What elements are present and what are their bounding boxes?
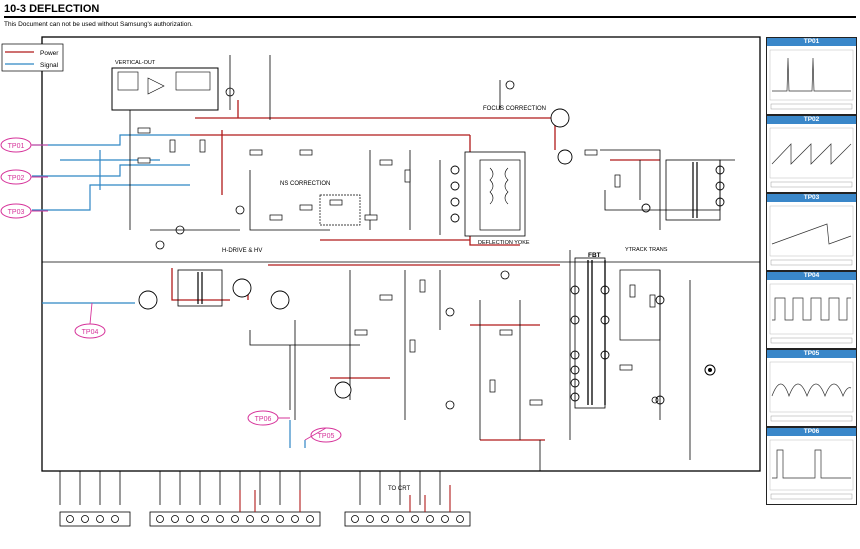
focus-transistor-2 xyxy=(557,149,573,165)
panel-title: TP02 xyxy=(767,116,856,124)
fbt-label: FBT xyxy=(588,252,601,259)
signal-traces xyxy=(32,134,306,448)
bottom-connectors xyxy=(59,511,471,527)
title-rule xyxy=(4,16,856,18)
schematic-frame xyxy=(41,36,761,472)
wiring xyxy=(42,55,760,505)
power-rails xyxy=(171,100,660,441)
ytrack-label: YTRACK TRANS xyxy=(625,247,668,253)
panel-title: TP03 xyxy=(767,194,856,202)
waveform-tp03 xyxy=(769,205,854,266)
panel-title: TP04 xyxy=(767,272,856,280)
waveform-panel-tp03: TP03 xyxy=(766,193,857,271)
waveform-panel-tp02: TP02 xyxy=(766,115,857,193)
waveform-panel-tp01: TP01 xyxy=(766,37,857,115)
waveform-tp05 xyxy=(769,361,854,422)
focus-transistor xyxy=(550,108,570,128)
hdrive-transistor xyxy=(138,290,158,310)
legend-signal-label: Signal xyxy=(40,62,59,69)
ns-correction-label: NS CORRECTION xyxy=(280,181,330,187)
deflection-yoke-label: DEFLECTION YOKE xyxy=(478,240,530,246)
legend-box xyxy=(1,43,64,72)
waveform-tp01 xyxy=(769,49,854,110)
hdrive-label: H-DRIVE & HV xyxy=(222,248,262,254)
tp04-label: TP04 xyxy=(82,329,99,336)
waveform-tp04 xyxy=(769,283,854,344)
tp03-label: TP03 xyxy=(8,209,25,216)
tp05-label: TP05 xyxy=(318,433,335,440)
legend-power-label: Power xyxy=(40,50,59,57)
vertical-out-ic xyxy=(111,67,219,111)
tp02-label: TP02 xyxy=(8,175,25,182)
tp01-label: TP01 xyxy=(8,143,25,150)
vertical-out-label: VERTICAL-OUT xyxy=(115,60,156,66)
page-title: 10-3 DEFLECTION xyxy=(4,3,100,15)
ytrack-block xyxy=(619,269,661,341)
focus-correction-label: FOCUS CORRECTION xyxy=(483,106,546,112)
hout-transistor xyxy=(232,278,252,298)
waveform-panel-tp04: TP04 xyxy=(766,271,857,349)
components xyxy=(137,127,656,406)
deflection-yoke-box xyxy=(464,151,526,237)
panel-title: TP06 xyxy=(767,428,856,436)
tp06-label: TP06 xyxy=(255,416,272,423)
yoke-inner xyxy=(479,159,521,231)
testpoint-callouts: TP01 TP02 TP03 TP04 TP06 TP05 xyxy=(0,137,342,443)
waveform-tp06 xyxy=(769,439,854,500)
to-crt-label: TO CRT xyxy=(388,486,410,492)
waveform-panel-tp05: TP05 xyxy=(766,349,857,427)
authorization-note: This Document can not be used without Sa… xyxy=(4,21,193,28)
ns-block xyxy=(319,194,361,226)
waveform-tp02 xyxy=(769,127,854,188)
waveform-panel-tp06: TP06 xyxy=(766,427,857,505)
hdrive-transformer xyxy=(177,269,223,307)
fbt-block xyxy=(574,257,606,409)
panel-title: TP01 xyxy=(767,38,856,46)
panel-title: TP05 xyxy=(767,350,856,358)
